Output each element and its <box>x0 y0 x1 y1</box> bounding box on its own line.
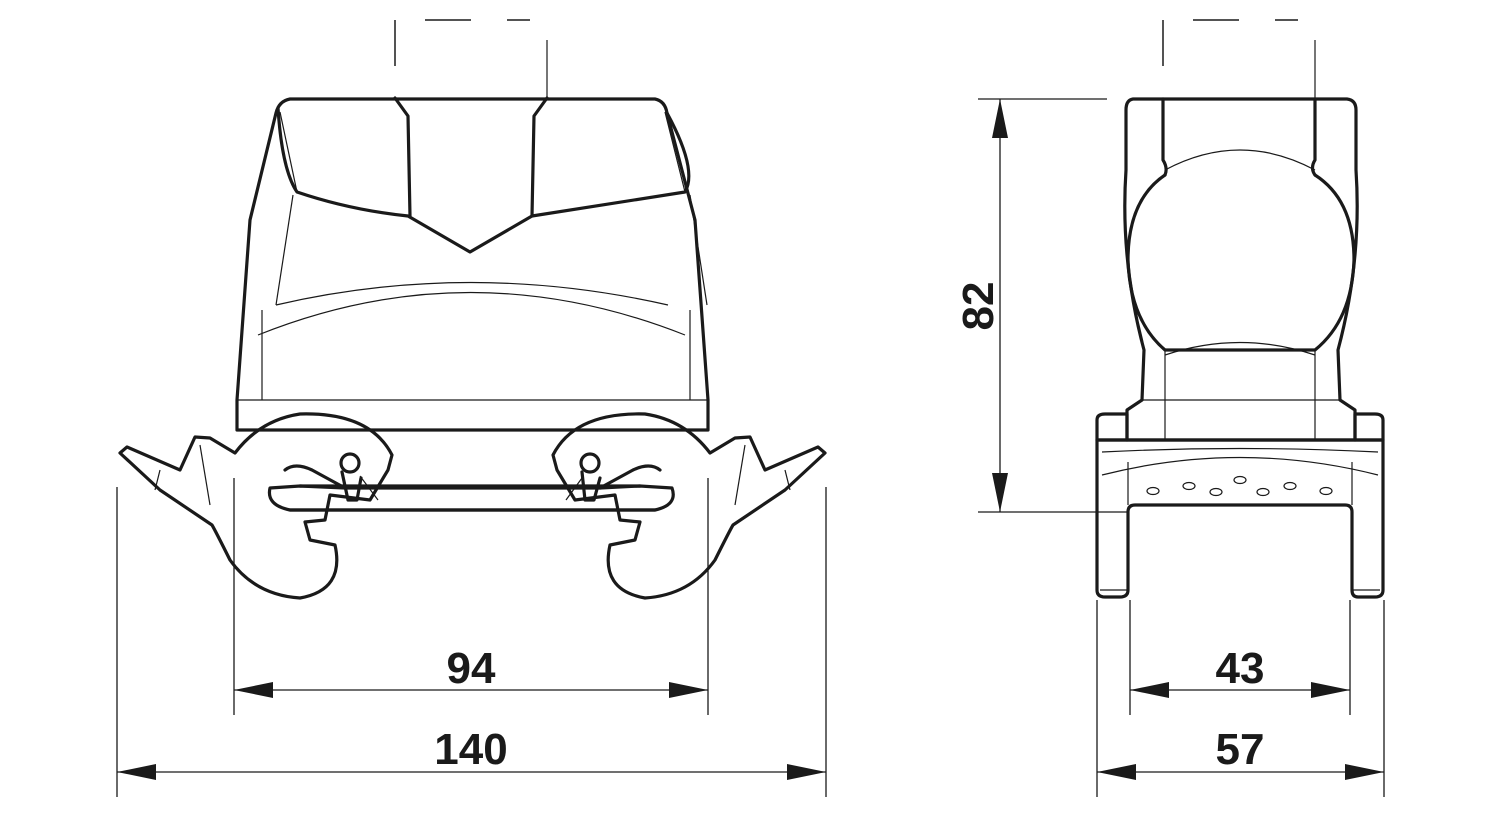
front-hood-body <box>235 96 710 432</box>
dimension-82-label: 82 <box>954 282 1003 331</box>
side-extension-lines <box>978 98 1385 797</box>
right-pin-icon <box>579 452 601 474</box>
left-pin-icon <box>339 452 361 474</box>
side-base-latch <box>1095 412 1385 599</box>
front-right-latch <box>551 412 827 600</box>
dimension-140-label: 140 <box>434 725 507 774</box>
dimension-57: 57 <box>1097 725 1384 780</box>
front-locking-bar <box>267 464 675 512</box>
front-left-latch <box>118 412 394 600</box>
front-pins <box>339 452 602 502</box>
side-hood-body <box>1123 97 1359 442</box>
front-cable-entry-lines <box>394 19 548 98</box>
front-view: 94 140 <box>116 19 827 797</box>
side-view: 82 43 57 <box>954 19 1385 797</box>
dimension-43-label: 43 <box>1216 644 1265 693</box>
dimension-43: 43 <box>1130 644 1350 698</box>
dimension-94-label: 94 <box>447 644 496 693</box>
dimension-82: 82 <box>954 99 1008 512</box>
dimension-140: 140 <box>117 725 826 780</box>
side-cable-entry-lines <box>1162 19 1316 98</box>
dimension-94: 94 <box>234 644 708 698</box>
front-extension-lines <box>116 478 827 797</box>
dimension-57-label: 57 <box>1216 725 1265 774</box>
